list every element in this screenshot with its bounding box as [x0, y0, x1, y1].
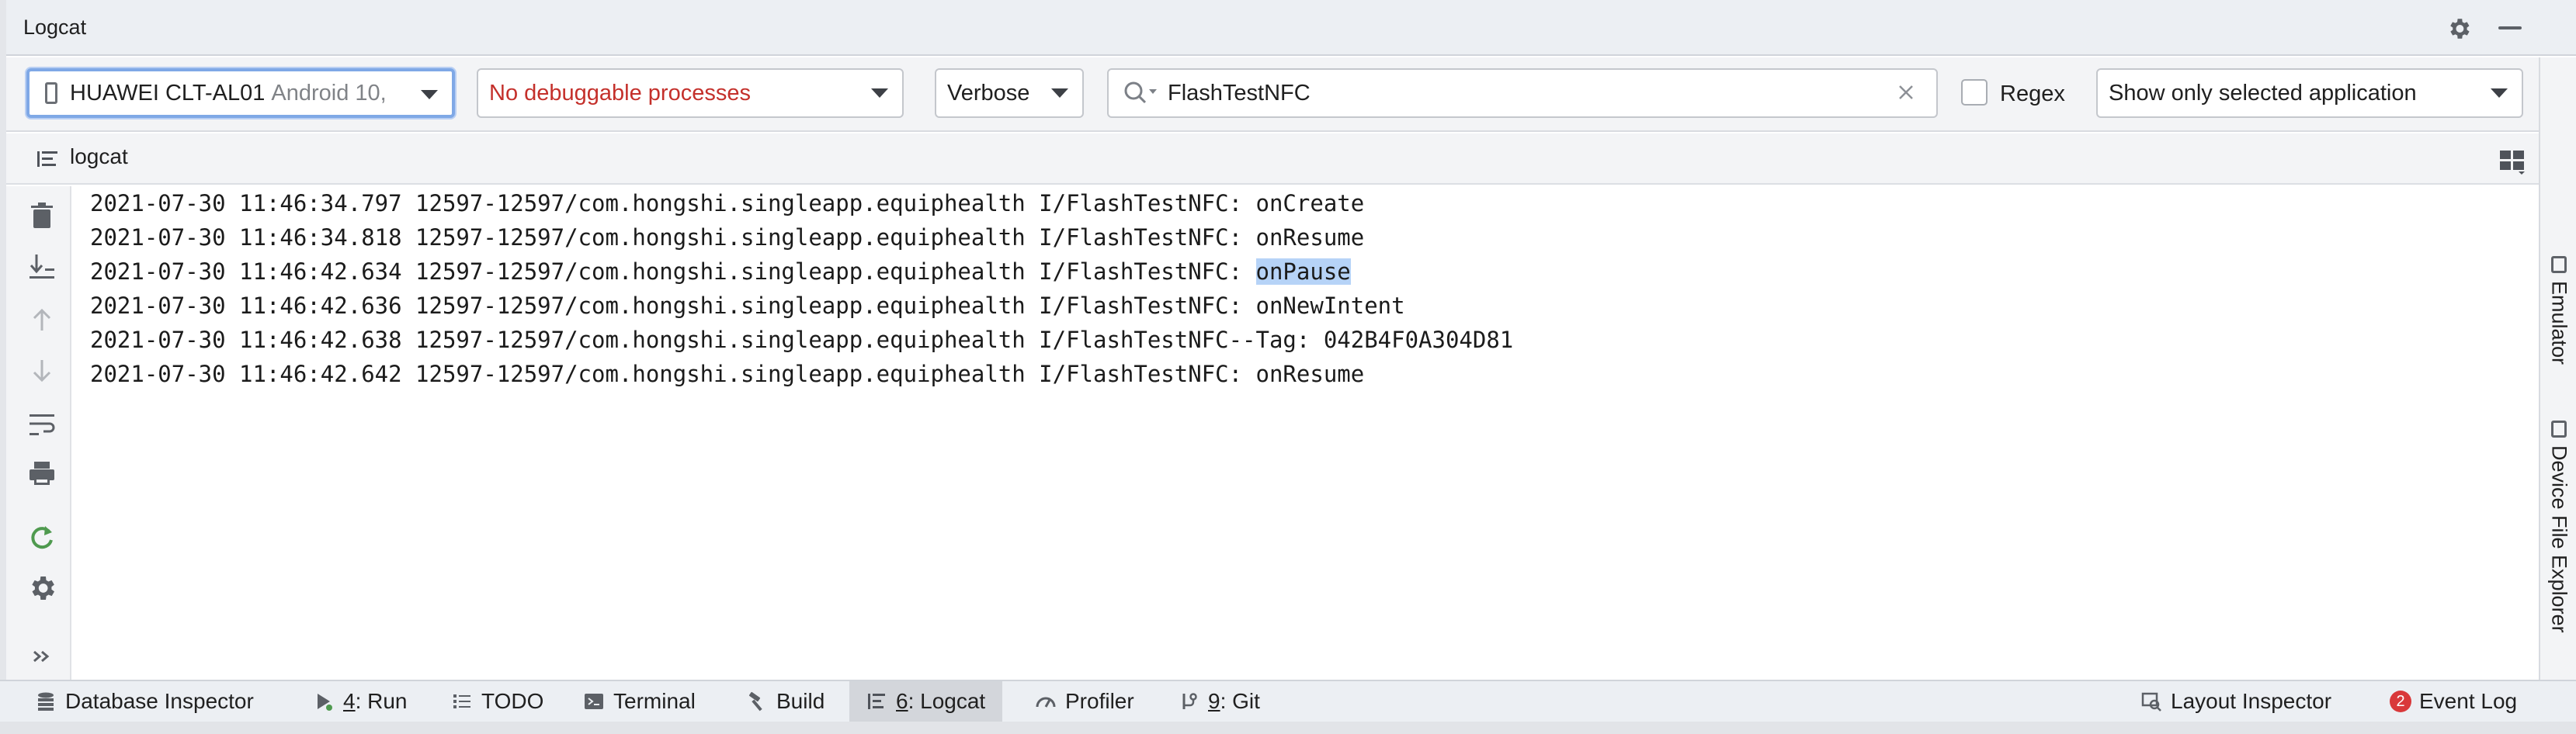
- process-value: No debuggable processes: [489, 80, 751, 106]
- print-icon[interactable]: [26, 458, 57, 489]
- layout-inspector-tab[interactable]: Layout Inspector: [2141, 681, 2331, 722]
- tab-logcat[interactable]: logcat: [70, 144, 128, 168]
- event-count-badge: 2: [2390, 691, 2411, 712]
- search-icon: [1124, 81, 1157, 104]
- side-tool-edge: [0, 0, 6, 680]
- arrow-down-icon[interactable]: [26, 355, 57, 386]
- log-line[interactable]: 2021-07-30 11:46:34.797 12597-12597/com.…: [90, 190, 1365, 216]
- logcat-action-strip: [0, 0, 71, 680]
- device-selector[interactable]: HUAWEI CLT-AL01 Android 10,: [26, 68, 455, 118]
- settings-icon[interactable]: [26, 573, 57, 604]
- hammer-icon: [748, 691, 762, 711]
- log-line[interactable]: 2021-07-30 11:46:42.634 12597-12597/com.…: [90, 258, 1351, 285]
- minimize-icon[interactable]: [2498, 26, 2522, 29]
- logcat-tab-bar: logcat: [0, 133, 2539, 185]
- phone-icon: [45, 82, 57, 104]
- close-icon[interactable]: [1894, 81, 1918, 104]
- search-input[interactable]: FlashTestNFC: [1107, 68, 1938, 118]
- log-line[interactable]: 2021-07-30 11:46:34.818 12597-12597/com.…: [90, 224, 1365, 251]
- filter-selector[interactable]: Show only selected application: [2096, 68, 2523, 118]
- log-line[interactable]: 2021-07-30 11:46:42.642 12597-12597/com.…: [90, 361, 1365, 387]
- gear-icon[interactable]: [2446, 16, 2472, 42]
- logcat-tab[interactable]: 6: Logcat: [849, 681, 1003, 722]
- gauge-icon: [1036, 697, 1056, 708]
- right-tool-strip: Emulator Device File Explorer: [2539, 57, 2576, 680]
- log-line[interactable]: 2021-07-30 11:46:42.636 12597-12597/com.…: [90, 293, 1405, 319]
- database-inspector-tab[interactable]: Database Inspector: [36, 681, 254, 722]
- status-bar-edge: [0, 722, 2576, 734]
- todo-tab[interactable]: TODO: [452, 681, 543, 722]
- device-icon: [2551, 421, 2567, 438]
- git-tab[interactable]: 9: Git: [1179, 681, 1260, 722]
- more-actions-icon[interactable]: [26, 641, 57, 672]
- log-output[interactable]: 2021-07-30 11:46:34.797 12597-12597/com.…: [73, 186, 2539, 680]
- device-name: HUAWEI CLT-AL01: [70, 80, 266, 106]
- scroll-to-end-icon[interactable]: [26, 251, 57, 282]
- run-icon: [318, 694, 332, 711]
- emulator-tab[interactable]: Emulator: [2543, 256, 2574, 365]
- event-log-tab[interactable]: 2 Event Log: [2390, 681, 2517, 722]
- database-icon: [38, 692, 54, 711]
- logcat-icon: [37, 151, 57, 167]
- profiler-tab[interactable]: Profiler: [1036, 681, 1134, 722]
- chevron-down-icon: [1051, 88, 1068, 98]
- logcat-icon: [868, 694, 885, 709]
- git-branch-icon: [1182, 693, 1197, 709]
- logcat-filter-toolbar: HUAWEI CLT-AL01 Android 10, No debuggabl…: [0, 57, 2576, 132]
- emulator-icon: [2551, 256, 2567, 273]
- terminal-icon: [585, 694, 603, 709]
- terminal-tab[interactable]: Terminal: [584, 681, 696, 722]
- regex-label[interactable]: Regex: [2000, 81, 2065, 106]
- emulator-label: Emulator: [2547, 281, 2571, 365]
- window-title: Logcat: [23, 15, 87, 39]
- device-os: Android 10,: [271, 80, 387, 106]
- list-icon: [453, 694, 470, 708]
- log-line[interactable]: 2021-07-30 11:46:42.638 12597-12597/com.…: [90, 327, 1514, 353]
- chevron-down-icon: [2491, 88, 2508, 98]
- build-tab[interactable]: Build: [747, 681, 825, 722]
- device-file-explorer-label: Device File Explorer: [2547, 445, 2571, 633]
- layout-options-icon[interactable]: [2498, 147, 2526, 175]
- device-file-explorer-tab[interactable]: Device File Explorer: [2543, 421, 2574, 633]
- trash-icon[interactable]: [26, 200, 57, 231]
- layout-inspector-icon: [2141, 692, 2161, 711]
- restart-icon[interactable]: [26, 521, 57, 552]
- log-level-value: Verbose: [947, 80, 1030, 106]
- search-value: FlashTestNFC: [1168, 80, 1311, 106]
- arrow-up-icon[interactable]: [26, 304, 57, 335]
- process-selector[interactable]: No debuggable processes: [477, 68, 904, 118]
- chevron-down-icon: [421, 90, 438, 99]
- chevron-down-icon: [871, 88, 888, 98]
- selected-text: onPause: [1255, 258, 1351, 285]
- run-tab[interactable]: 4: Run: [314, 681, 408, 722]
- tool-window-header: Logcat: [0, 0, 2576, 56]
- log-level-selector[interactable]: Verbose: [935, 68, 1084, 118]
- regex-checkbox[interactable]: [1961, 79, 1988, 106]
- filter-value: Show only selected application: [2109, 80, 2417, 106]
- soft-wrap-icon[interactable]: [26, 408, 57, 439]
